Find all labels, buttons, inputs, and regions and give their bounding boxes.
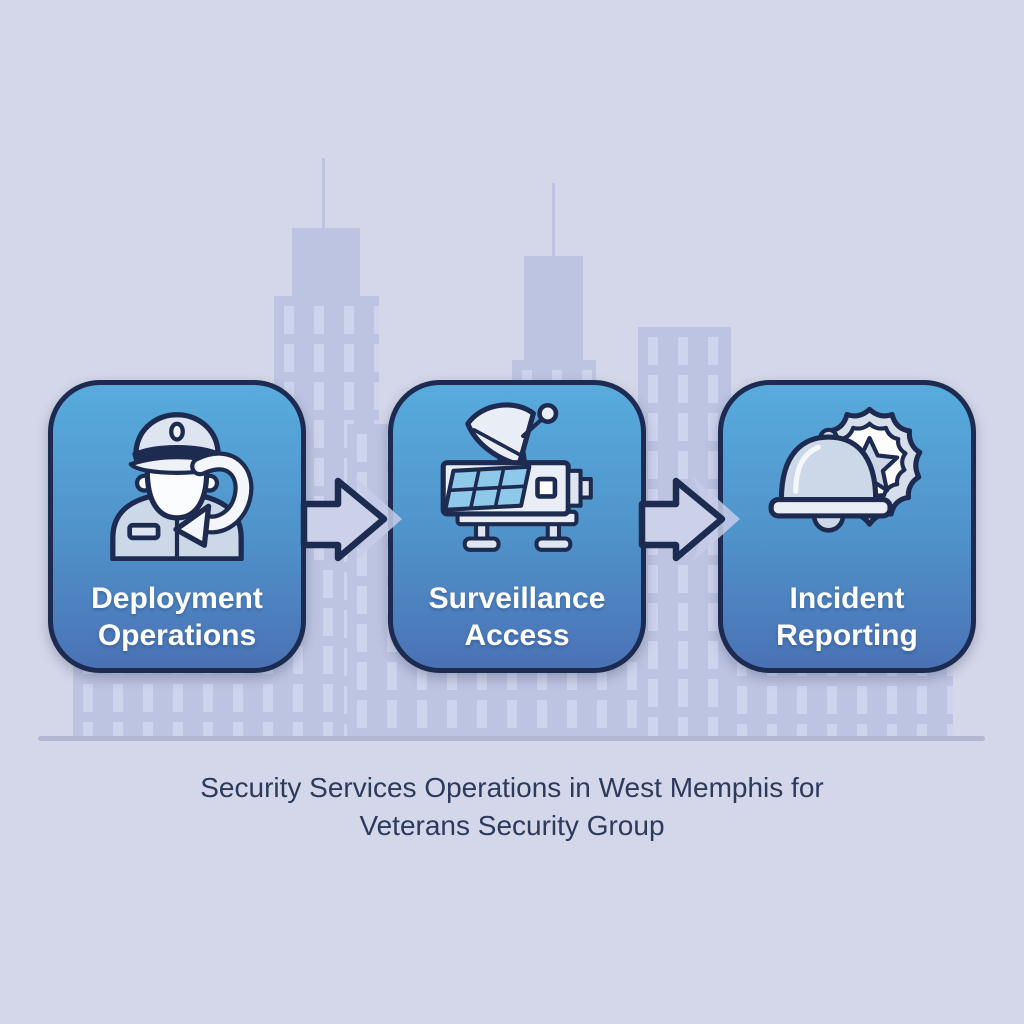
skyline-tower	[292, 228, 360, 303]
step-card-surveillance-access: Surveillance Access	[388, 380, 646, 673]
step-card-incident-reporting: Incident Reporting	[718, 380, 976, 673]
flow-arrow-right	[300, 476, 402, 562]
step-title: Incident Reporting	[776, 582, 918, 652]
caption-line-1: Security Services Operations in West Mem…	[200, 772, 824, 803]
step-title: Surveillance Access	[428, 582, 606, 652]
step-card-deployment-operations: Deployment Operations	[48, 380, 306, 673]
satellite-surveillance-icon	[440, 402, 593, 552]
caption: Security Services Operations in West Mem…	[0, 769, 1024, 845]
security-guard-icon	[110, 412, 254, 561]
tower-antenna	[552, 183, 555, 261]
skyline-tower	[524, 256, 583, 366]
step-title: Deployment Operations	[91, 582, 263, 652]
tower-antenna	[322, 158, 325, 233]
ground-line	[38, 736, 985, 741]
caption-line-2: Veterans Security Group	[359, 810, 665, 841]
bell-and-badge-icon	[768, 406, 923, 533]
flow-arrow-right	[638, 476, 740, 562]
